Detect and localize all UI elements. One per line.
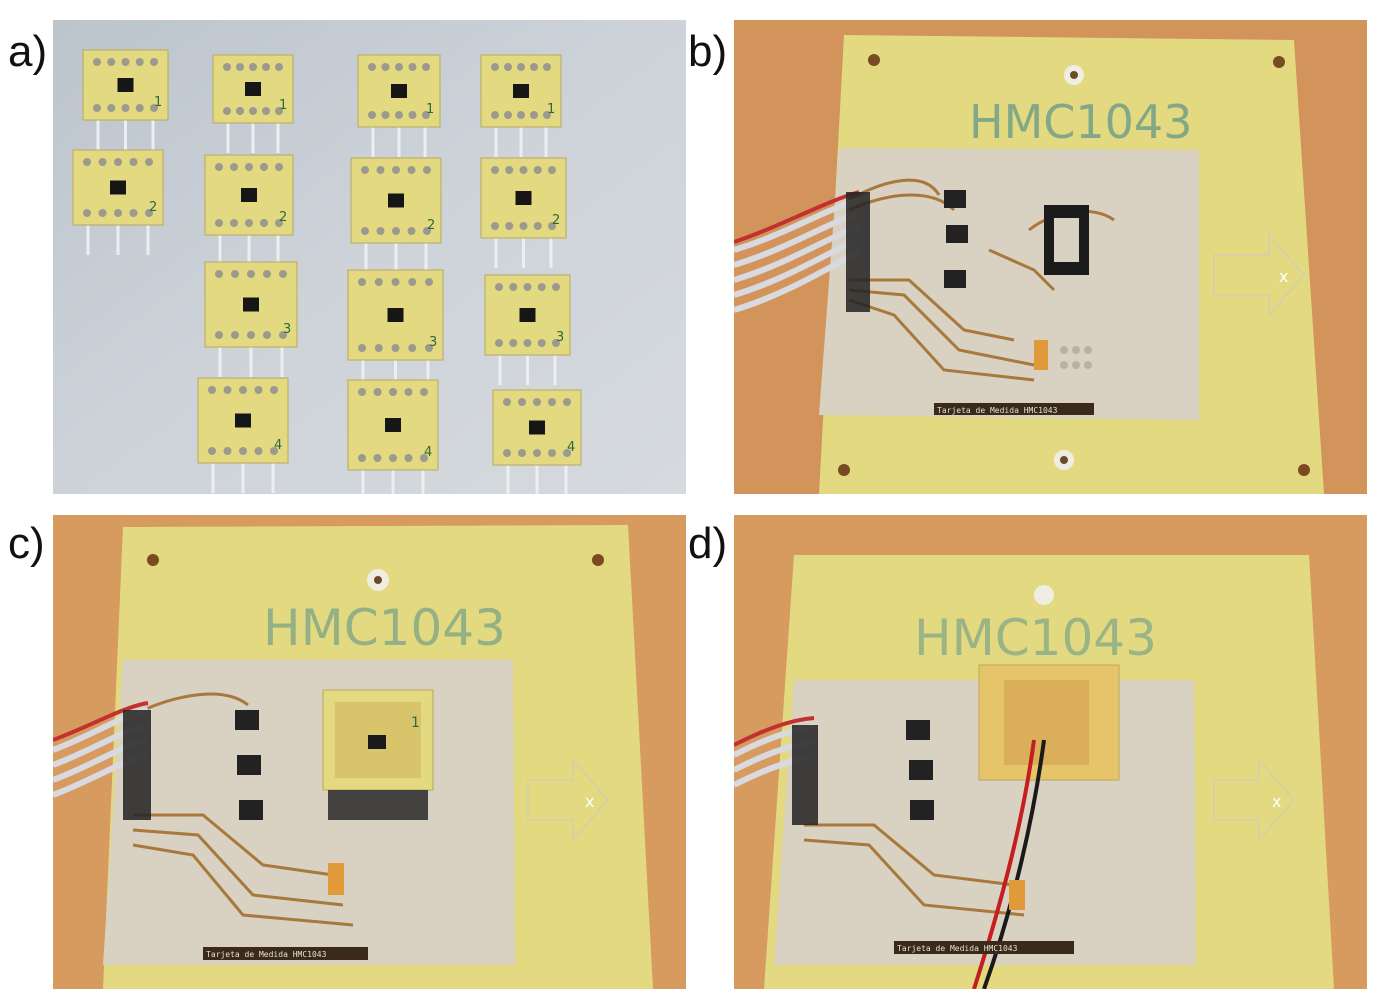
sensor-board-number: 4: [274, 438, 282, 453]
panel-label-b: b): [688, 27, 728, 76]
sensor-board-number: 3: [429, 335, 437, 350]
sensor-board-number: 1: [426, 102, 434, 117]
sensor-chip: [515, 191, 532, 205]
board-marking-c: HMC1043: [263, 599, 506, 657]
board-caption-c: Tarjeta de Medida HMC1043: [206, 950, 327, 959]
sensor-board-number: 2: [279, 210, 287, 225]
sensor-board-number: 2: [552, 213, 560, 228]
board-caption-d: Tarjeta de Medida HMC1043: [897, 944, 1018, 953]
sensor-chip: [235, 413, 251, 428]
sensor-board-number: 2: [427, 218, 435, 233]
sensor-board-number: 1: [279, 98, 287, 113]
board-marking-d: HMC1043: [914, 609, 1157, 667]
panel-label-a: a): [8, 27, 48, 76]
sensor-chip: [388, 193, 404, 208]
sensor-chip: [513, 84, 529, 98]
photo-panel-a: 1 1 1 1 2 2 2 2 3 3 3 4 4 4: [53, 20, 686, 494]
svg-text:x: x: [1279, 267, 1288, 286]
daughter-number-c: 1: [411, 715, 420, 731]
photo-panel-b: HMC1043: [734, 20, 1367, 494]
svg-text:x: x: [1272, 792, 1281, 811]
svg-text:x: x: [585, 792, 594, 811]
sensor-chip: [117, 78, 134, 92]
sensor-chip: [391, 84, 407, 98]
panel-label-c: c): [8, 519, 45, 568]
sensor-chip: [387, 308, 404, 322]
sensor-chip: [245, 82, 261, 96]
board-marking-b: HMC1043: [969, 95, 1192, 149]
measurement-board-photo-b: HMC1043: [734, 20, 1367, 494]
sensor-board-number: 4: [424, 445, 432, 460]
sensor-chip: [529, 420, 545, 435]
sensor-chip: [243, 297, 259, 312]
sensor-boards-photo: 1 1 1 1 2 2 2 2 3 3 3 4 4 4: [53, 20, 686, 494]
measurement-board-photo-c: HMC1043 1 x Tarjeta de Medida HMC1043: [53, 515, 686, 989]
panel-label-d: d): [688, 519, 728, 568]
sensor-chip: [519, 308, 536, 322]
sensor-board-number: 4: [567, 440, 575, 455]
measurement-board-photo-d: HMC1043 x Tarjeta de Medida HMC1043: [734, 515, 1367, 989]
photo-panel-d: HMC1043 x Tarjeta de Medida HMC1043: [734, 515, 1367, 989]
sensor-board-number: 1: [154, 95, 162, 110]
photo-panel-c: HMC1043 1 x Tarjeta de Medida HMC1043: [53, 515, 686, 989]
sensor-board-number: 2: [149, 200, 157, 215]
sensor-chip: [241, 188, 257, 202]
board-caption-b: Tarjeta de Medida HMC1043: [937, 406, 1058, 415]
sensor-chip: [385, 418, 401, 432]
sensor-board-number: 3: [556, 330, 564, 345]
sensor-board-number: 1: [547, 102, 555, 117]
sensor-chip: [110, 180, 126, 195]
sensor-board-number: 3: [283, 322, 291, 337]
